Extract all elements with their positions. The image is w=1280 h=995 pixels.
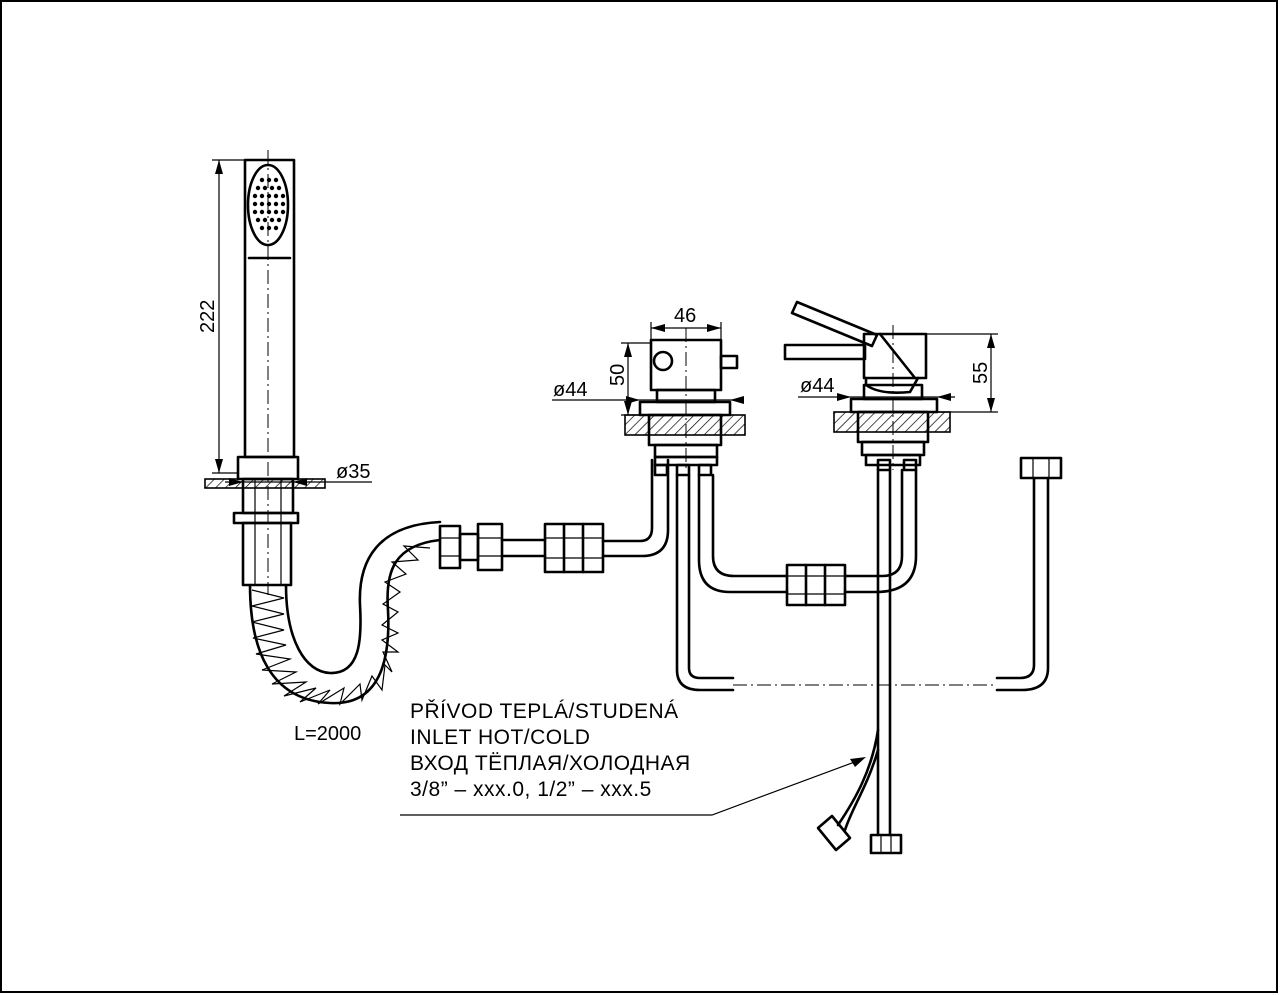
dim-mixer-height-label: 55 — [970, 362, 992, 384]
diverter-knob-icon — [652, 350, 674, 372]
note-line-3: ВХОД ТЁПЛАЯ/ХОЛОДНАЯ — [410, 752, 691, 775]
dim-mixer-diameter-label: ø44 — [800, 375, 834, 397]
mixer-valve — [783, 300, 951, 472]
hose-length-label: L=2000 — [294, 723, 361, 745]
note-leader — [400, 757, 866, 816]
dim-mixer-diameter — [798, 393, 955, 401]
note-line-1: PŘÍVOD TEPLÁ/STUDENÁ — [410, 700, 679, 723]
note-line-4: 3/8” – xxx.0, 1/2” – xxx.5 — [410, 778, 652, 801]
shower-head-icon — [246, 163, 290, 247]
dim-shower-diameter-label: ø35 — [336, 461, 370, 483]
connecting-pipes — [675, 456, 1063, 855]
note-line-2: INLET HOT/COLD — [410, 726, 590, 749]
dim-shower-height-label: 222 — [197, 300, 219, 333]
shower-spray-holes — [252, 177, 286, 231]
dim-shower-height — [212, 159, 245, 474]
dim-mixer-height — [926, 333, 998, 413]
dim-valve-width — [650, 322, 722, 340]
dim-valve-height-label: 50 — [607, 364, 629, 386]
dim-valve-diameter-label: ø44 — [553, 379, 587, 401]
diverter-valve — [624, 328, 746, 477]
dim-shower-diameter — [225, 478, 372, 486]
dim-valve-diameter — [552, 396, 744, 404]
hand-shower — [204, 150, 326, 595]
flexible-hose — [248, 458, 670, 706]
dim-valve-width-label: 46 — [674, 305, 696, 327]
